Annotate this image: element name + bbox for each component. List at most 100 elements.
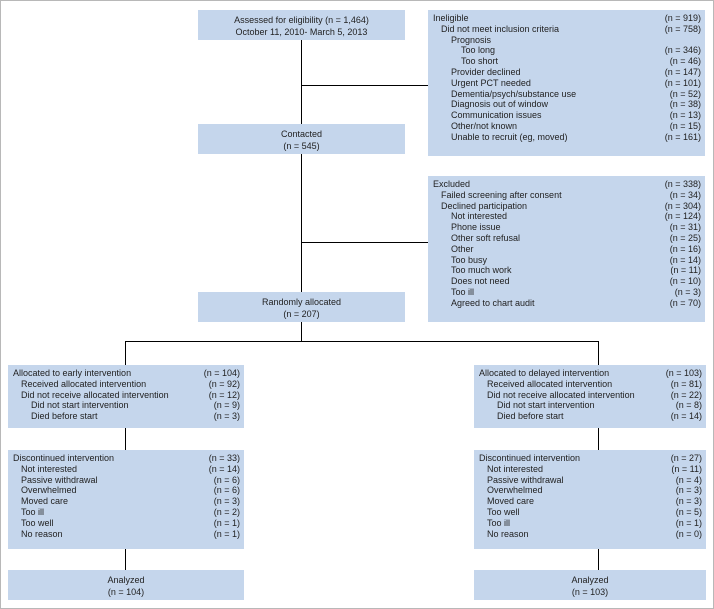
- row-count: (n = 161): [664, 131, 701, 142]
- early-alloc-row: Allocated to early intervention(n = 104): [13, 368, 240, 379]
- row-label: Phone issue: [451, 222, 501, 233]
- row-label: Did not receive allocated intervention: [487, 389, 635, 400]
- row-label: Too long: [461, 45, 496, 56]
- row-label: Died before start: [31, 411, 98, 422]
- row-label: Too much work: [451, 265, 512, 276]
- row-label: Other/not known: [451, 120, 518, 131]
- early-alloc-row: Received allocated intervention(n = 92): [13, 379, 240, 390]
- row-label: Too well: [487, 506, 520, 517]
- connector-to-excluded: [301, 242, 428, 243]
- early-allocation-box: Allocated to early intervention(n = 104)…: [8, 365, 244, 428]
- ineligible-row: Did not meet inclusion criteria(n = 758): [433, 24, 701, 35]
- row-count: (n = 11): [671, 463, 702, 474]
- row-label: Other soft refusal: [451, 232, 521, 243]
- early-disc-row: Not interested(n = 14): [13, 464, 240, 475]
- row-label: Ineligible: [433, 13, 469, 23]
- early-disc-row: Passive withdrawal (n = 6): [13, 475, 240, 486]
- row-label: Did not start intervention: [497, 400, 595, 411]
- ineligible-row: Provider declined(n = 147): [433, 67, 701, 78]
- excluded-row: Too busy(n = 14): [433, 255, 701, 266]
- row-count: (n = 13): [669, 110, 701, 121]
- contacted-line-1: Contacted: [280, 129, 323, 139]
- row-label: Unable to recruit (eg, moved): [451, 131, 568, 142]
- delayed-alloc-row: Received allocated intervention(n = 81): [479, 379, 702, 390]
- row-count: (n = 70): [669, 297, 701, 308]
- delayed-disc-row: No reason(n = 0): [479, 529, 702, 540]
- early-alloc-row: Died before start(n = 3): [13, 411, 240, 422]
- row-label: Too busy: [451, 254, 488, 265]
- row-label: Moved care: [21, 496, 69, 507]
- contacted-line-2: (n = 545): [283, 141, 320, 151]
- row-label: Provider declined: [451, 66, 521, 77]
- row-label: Received allocated intervention: [487, 378, 613, 389]
- row-label: Dementia/psych/substance use: [451, 88, 577, 99]
- delayed-disc-row: Too ill(n = 1): [479, 518, 702, 529]
- row-count: (n = 3): [675, 496, 702, 507]
- row-count: (n = 6): [213, 474, 240, 485]
- delayed-discontinued-box: Discontinued intervention(n = 27)Not int…: [474, 450, 706, 549]
- row-label: Received allocated intervention: [21, 378, 147, 389]
- early-analyzed-line-1: Analyzed: [107, 575, 145, 585]
- delayed-disc-row: Overwhelmed(n = 3): [479, 485, 702, 496]
- row-count: (n = 27): [670, 453, 702, 463]
- row-label: Overwhelmed: [21, 485, 77, 496]
- connector-to-ineligible: [301, 85, 428, 86]
- row-count: (n = 5): [675, 506, 702, 517]
- row-label: Allocated to delayed intervention: [479, 368, 610, 378]
- ineligible-row: Unable to recruit (eg, moved) (n = 161): [433, 132, 701, 143]
- row-count: (n = 8): [675, 400, 702, 411]
- row-label: Failed screening after consent: [441, 189, 562, 200]
- row-count: (n = 1): [213, 528, 240, 539]
- row-label: Diagnosis out of window: [451, 99, 549, 110]
- excluded-row: Too ill(n = 3): [433, 287, 701, 298]
- row-label: Allocated to early intervention: [13, 368, 132, 378]
- randomized-line-2: (n = 207): [283, 309, 320, 319]
- row-count: (n = 919): [664, 13, 701, 23]
- row-count: (n = 9): [213, 400, 240, 411]
- delayed-disc-row: Moved care (n = 3): [479, 496, 702, 507]
- early-analyzed-box: Analyzed (n = 104): [8, 570, 244, 600]
- row-label: Does not need: [451, 276, 510, 287]
- row-count: (n = 1): [213, 517, 240, 528]
- excluded-row: Other(n = 16): [433, 244, 701, 255]
- row-label: Other: [451, 243, 474, 254]
- row-count: (n = 3): [213, 496, 240, 507]
- ineligible-row: Too long(n = 346): [433, 45, 701, 56]
- row-count: (n = 4): [675, 474, 702, 485]
- excluded-row: Agreed to chart audit (n = 70): [433, 298, 701, 309]
- row-count: (n = 338): [664, 179, 701, 189]
- row-label: Discontinued intervention: [13, 453, 115, 463]
- row-count: (n = 124): [664, 211, 701, 222]
- row-label: Passive withdrawal: [21, 474, 98, 485]
- row-count: (n = 11): [670, 265, 701, 276]
- randomized-line-1: Randomly allocated: [261, 297, 342, 307]
- row-label: No reason: [487, 528, 529, 539]
- ineligible-row: Dementia/psych/substance use(n = 52): [433, 89, 701, 100]
- early-alloc-row: Did not start intervention(n = 9): [13, 400, 240, 411]
- early-disc-row: Discontinued intervention (n = 33): [13, 453, 240, 464]
- connector-randomized-down: [301, 322, 302, 341]
- row-count: (n = 2): [213, 506, 240, 517]
- row-label: Moved care: [487, 496, 535, 507]
- delayed-allocation-box: Allocated to delayed intervention(n = 10…: [474, 365, 706, 428]
- row-label: Passive withdrawal: [487, 474, 564, 485]
- row-count: (n = 14): [208, 463, 240, 474]
- assessed-line-1: Assessed for eligibility (n = 1,464): [234, 15, 369, 25]
- row-count: (n = 38): [669, 99, 701, 110]
- row-label: Declined participation: [441, 200, 528, 211]
- excluded-row: Other soft refusal(n = 25): [433, 233, 701, 244]
- excluded-row: Declined participation(n = 304): [433, 201, 701, 212]
- excluded-row: Failed screening after consent(n = 34): [433, 190, 701, 201]
- row-count: (n = 15): [669, 120, 701, 131]
- row-count: (n = 33): [208, 453, 240, 463]
- row-label: Discontinued intervention: [479, 453, 581, 463]
- row-count: (n = 31): [669, 222, 701, 233]
- row-label: Agreed to chart audit: [451, 297, 535, 308]
- ineligible-row: Other/not known (n = 15): [433, 121, 701, 132]
- delayed-disc-row: Too well (n = 5): [479, 507, 702, 518]
- row-label: Overwhelmed: [487, 485, 543, 496]
- excluded-row: Does not need(n = 10): [433, 276, 701, 287]
- connector-main-vertical: [301, 38, 302, 292]
- excluded-row: Too much work (n = 11): [433, 265, 701, 276]
- ineligible-row: Prognosis: [433, 35, 701, 46]
